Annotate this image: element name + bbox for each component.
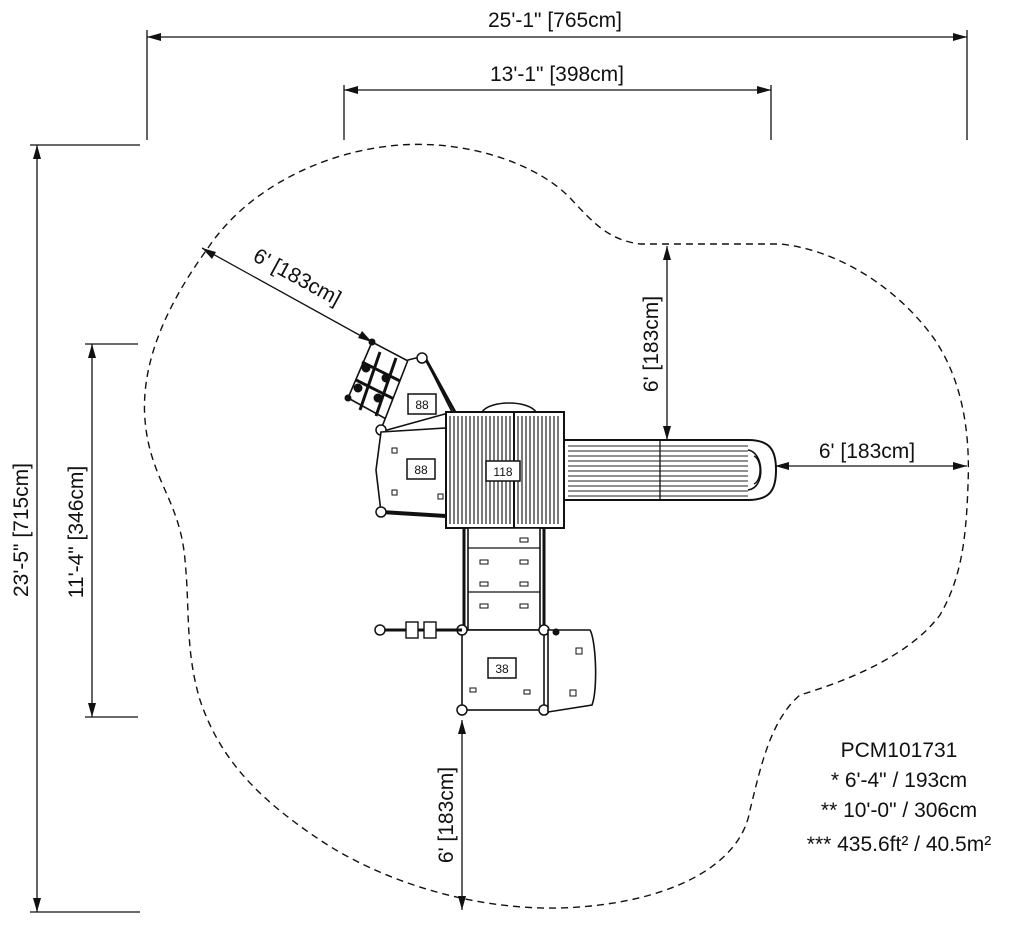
tower-lower-number: 88 (414, 463, 428, 477)
top-clearance-dimension: 6' [183cm] (640, 246, 671, 440)
right-clearance-label: 6' [183cm] (819, 440, 915, 463)
structure-width-label: 13'-1" [398cm] (490, 63, 624, 86)
structure-width-dimension: 13'-1" [398cm] (343, 63, 772, 140)
model-number: PCM101731 (841, 739, 958, 762)
structure-depth-dimension: 11'-4" [346cm] (65, 343, 138, 718)
spec-line-3: *** 435.6ft² / 40.5m² (807, 833, 991, 856)
play-structure: 88 88 (344, 338, 778, 716)
bottom-clearance-dimension: 6' [183cm] (435, 720, 466, 910)
right-clearance-dimension: 6' [183cm] (775, 440, 967, 470)
tower-deck-upper: 88 (375, 352, 458, 436)
slide (563, 439, 778, 501)
tower-upper-number: 88 (415, 398, 429, 412)
center-deck-number: 118 (493, 465, 512, 479)
roof-slats (449, 416, 559, 524)
handrail-bar (374, 621, 462, 639)
overall-width-label: 25'-1" [765cm] (488, 9, 622, 32)
lower-deck-number: 38 (495, 662, 509, 676)
overall-depth-dimension: 23'-5" [715cm] (8, 144, 140, 913)
center-deck: 118 (445, 402, 565, 529)
bottom-clearance-label: 6' [183cm] (435, 767, 458, 863)
side-panel (547, 628, 597, 713)
diagonal-clearance-dimension: 6' [183cm] (201, 244, 373, 343)
lower-deck: 38 (456, 624, 550, 716)
overall-depth-label: 23'-5" [715cm] (10, 463, 33, 597)
spec-line-1: * 6'-4" / 193cm (831, 769, 967, 792)
ramp-walkway (462, 527, 546, 631)
spec-line-2: ** 10'-0" / 306cm (821, 799, 977, 822)
safety-zone-outline (143, 143, 970, 909)
structure-depth-label: 11'-4" [346cm] (65, 466, 88, 598)
overall-width-dimension: 25'-1" [765cm] (146, 6, 968, 140)
spec-block: PCM101731 * 6'-4" / 193cm ** 10'-0" / 30… (807, 739, 991, 856)
top-clearance-label: 6' [183cm] (640, 296, 663, 392)
